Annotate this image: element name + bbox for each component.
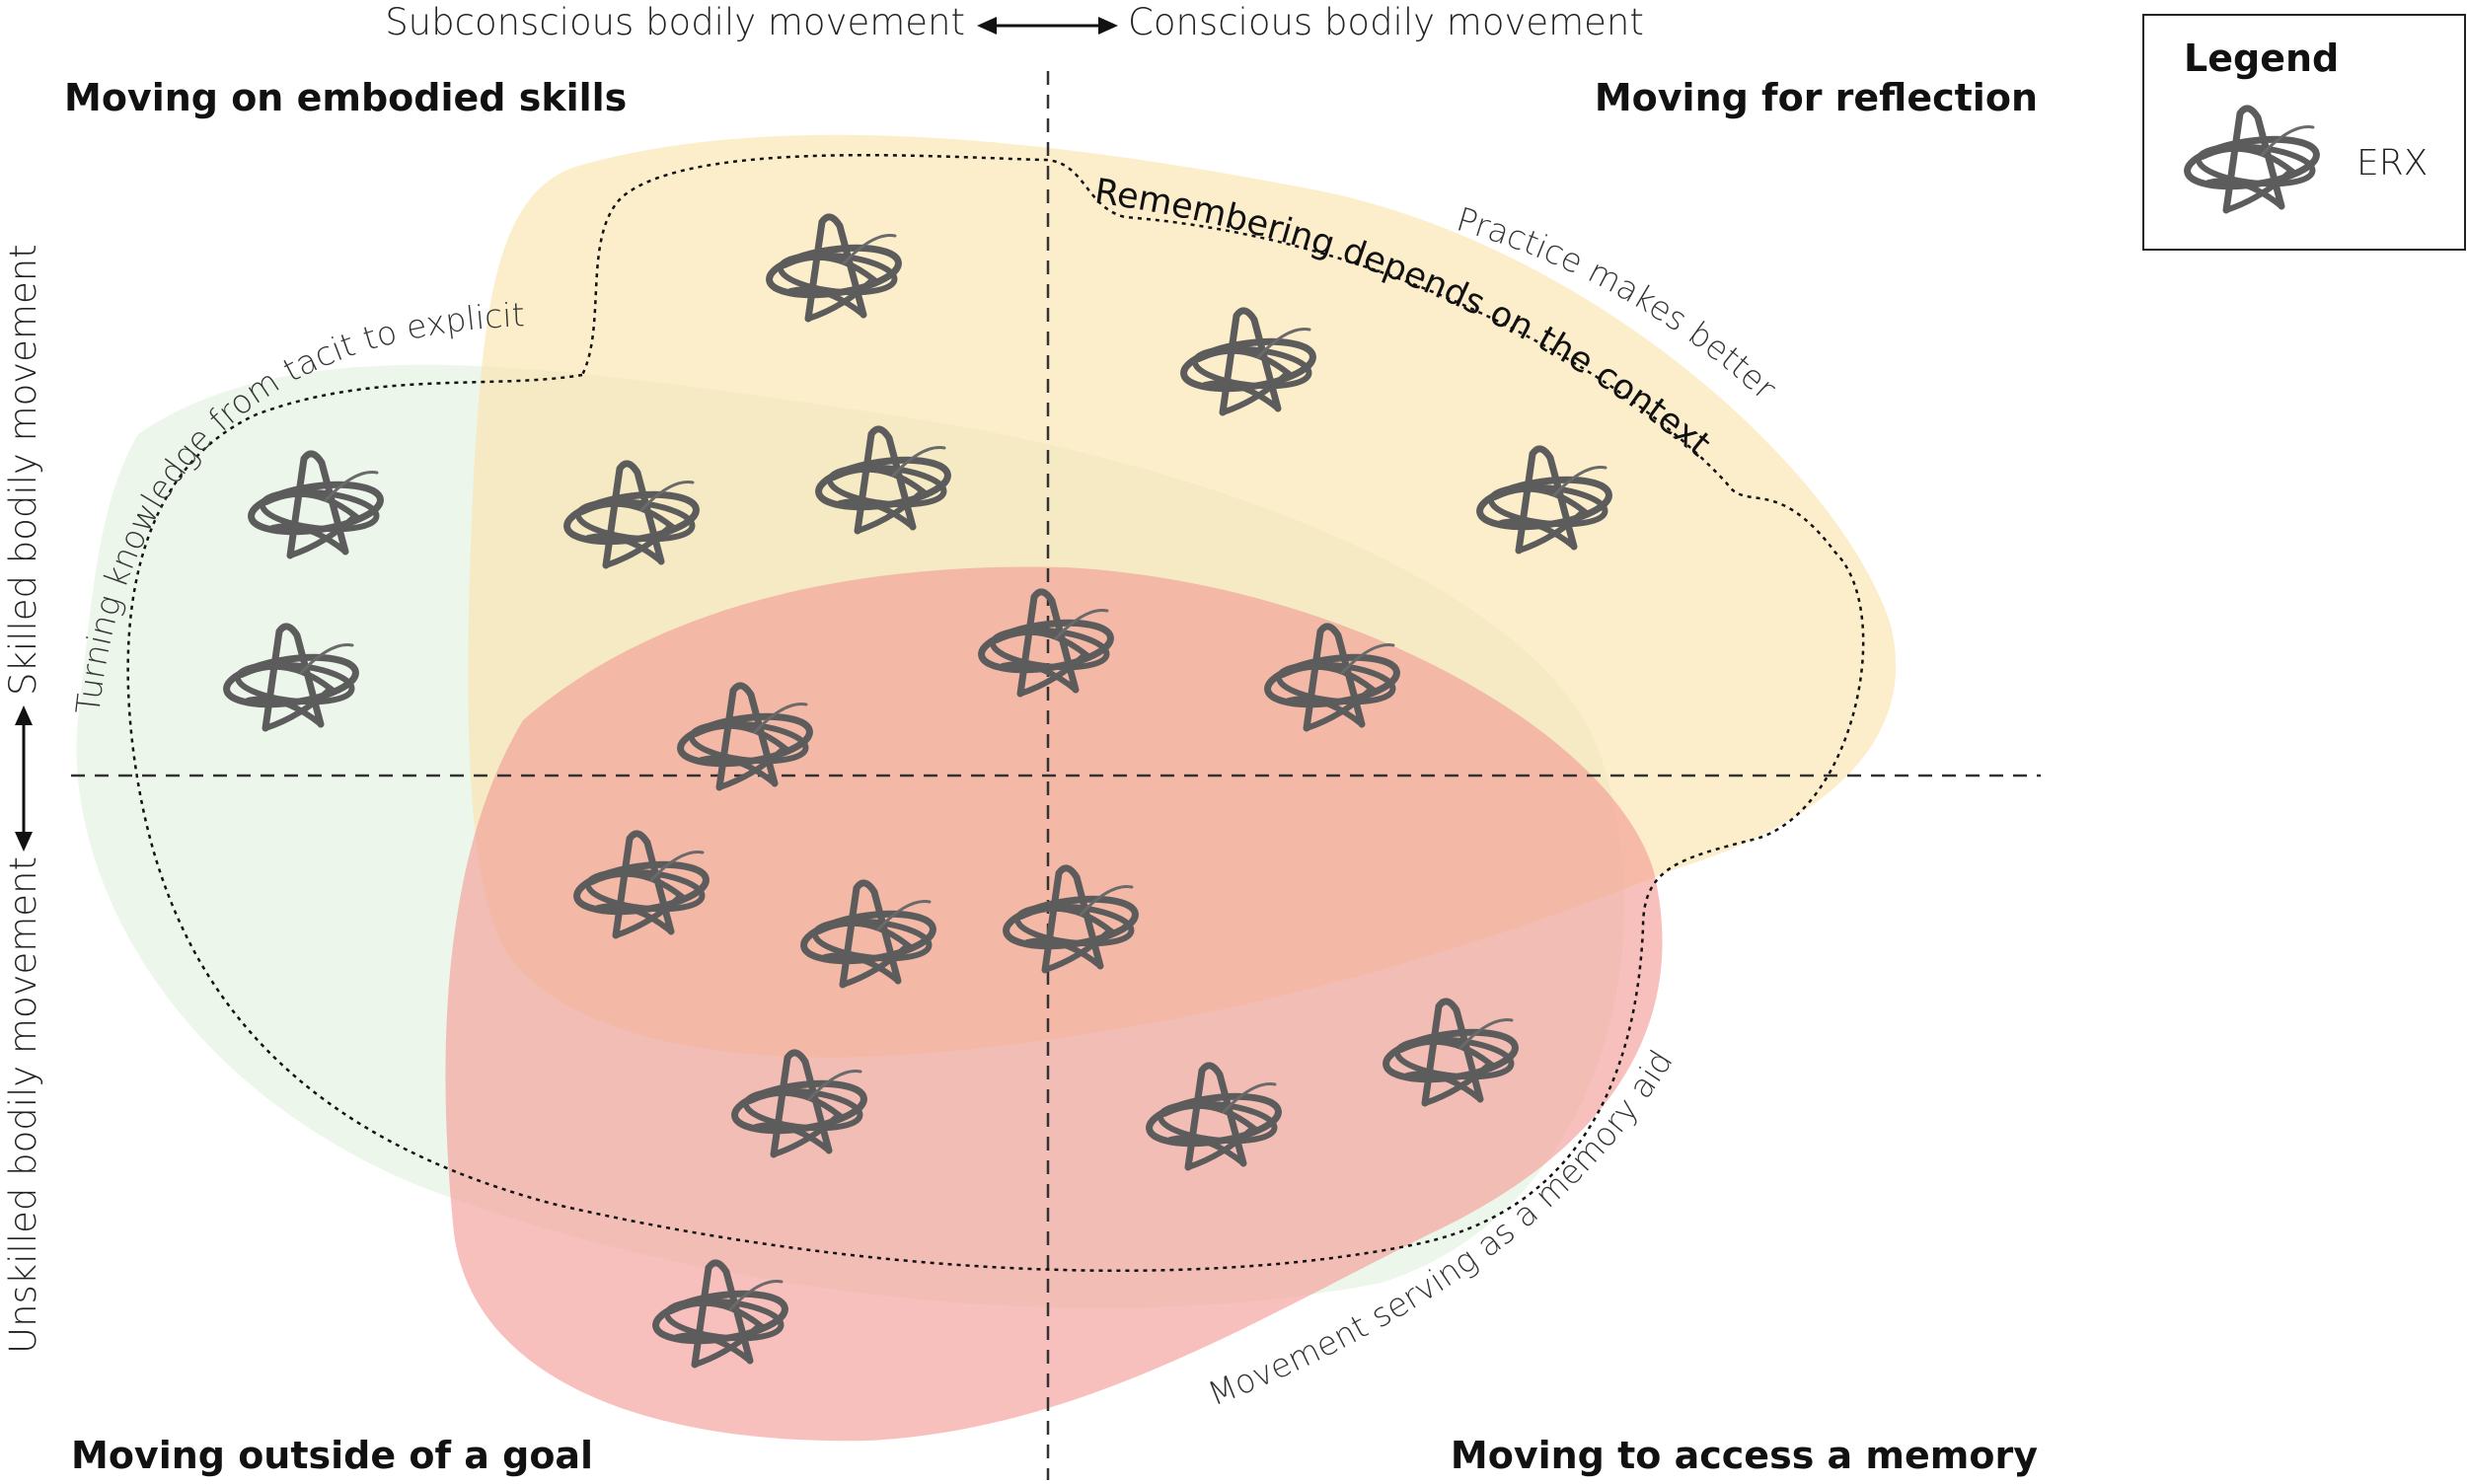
legend-box: Legend ERX (2142, 14, 2466, 251)
quadrant-label-bottom-left: Moving outside of a goal (71, 1434, 593, 1477)
vertical-double-arrow (15, 705, 33, 852)
quadrant-label-top-left: Moving on embodied skills (64, 76, 627, 119)
legend-title: Legend (2184, 37, 2339, 80)
axis-label-skilled: Skilled bodily movement (2, 244, 44, 696)
quadrant-label-top-right: Moving for reflection (1595, 76, 2038, 119)
horizontal-double-arrow (977, 17, 1118, 35)
axis-label-subconscious: Subconscious bodily movement (385, 1, 965, 43)
quadrant-label-bottom-right: Moving to access a memory (1451, 1434, 2038, 1477)
axis-label-conscious: Conscious bodily movement (1128, 1, 1644, 43)
legend-item-label: ERX (2356, 143, 2428, 184)
tacit-boundary-curve (126, 153, 1865, 1273)
axis-label-unskilled: Unskilled bodily movement (2, 856, 44, 1354)
region-red (445, 566, 1663, 1442)
